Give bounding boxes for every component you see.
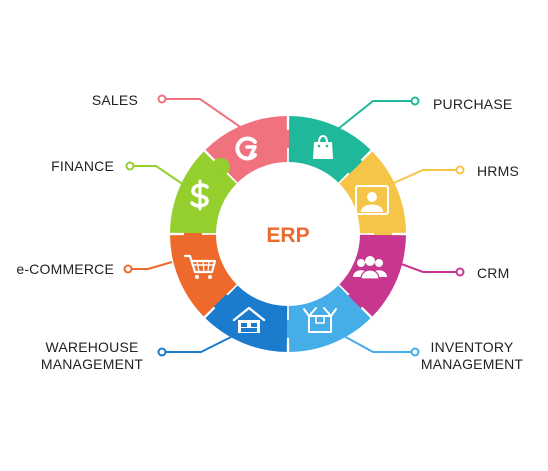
- erp-center-label: ERP: [266, 224, 310, 247]
- label-ecommerce: e-COMMERCE: [16, 261, 114, 277]
- label-purchase: PURCHASE: [433, 96, 513, 112]
- label-finance: FINANCE: [51, 158, 114, 174]
- open-box-icon: [303, 307, 337, 333]
- user-icon: [355, 185, 389, 215]
- label-inventory-management: INVENTORY MANAGEMENT: [420, 339, 524, 372]
- center-hole: [217, 163, 359, 305]
- shopping-cart-icon: [183, 254, 217, 279]
- connector-inventory: [341, 334, 420, 357]
- label-sales: SALES: [91, 92, 138, 108]
- connector-warehouse: [157, 335, 234, 357]
- connector-finance: [125, 161, 188, 188]
- connector-sales: [157, 94, 250, 134]
- warehouse-icon: [232, 306, 266, 333]
- connector-purchase: [332, 96, 420, 134]
- label-crm: CRM: [477, 265, 510, 281]
- puzzle-knob-finance: [211, 157, 230, 176]
- label-hrms: HRMS: [477, 163, 520, 179]
- connector-crm: [395, 261, 465, 277]
- segment-inventory: [288, 285, 371, 352]
- shopping-bag-icon: [313, 135, 333, 159]
- users-group-icon: [353, 256, 387, 280]
- label-warehouse-management: WAREHOUSE MANAGEMENT: [40, 339, 144, 372]
- google-g-icon: [235, 136, 257, 161]
- connector-ecommerce: [123, 261, 173, 274]
- dollar-icon: [190, 179, 209, 211]
